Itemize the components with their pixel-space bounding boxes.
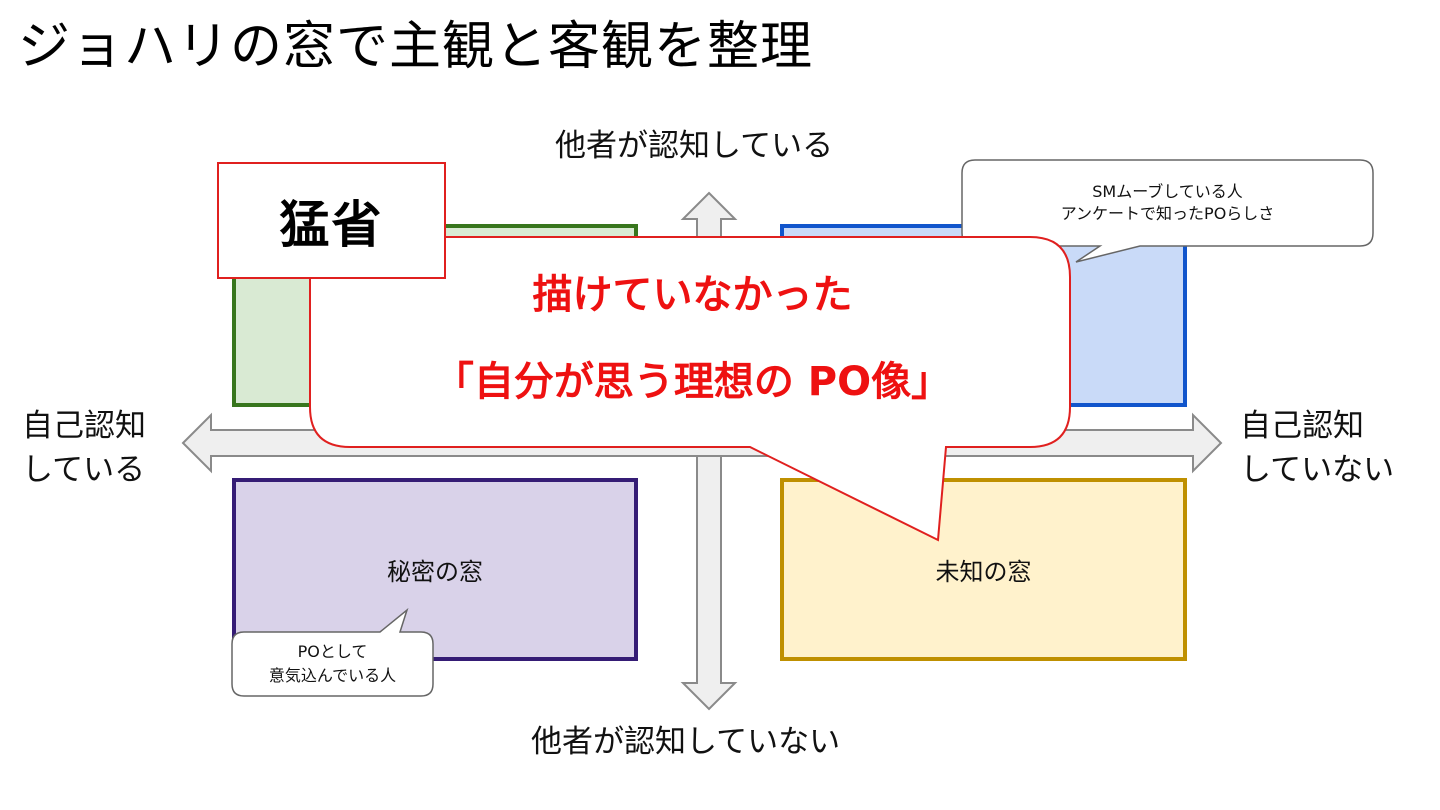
quadrant-hidden-label: 秘密の窓 xyxy=(387,558,483,586)
quadrant-unknown-window: 未知の窓 xyxy=(780,478,1187,661)
reflection-heading-box: 猛省 xyxy=(217,162,446,279)
quadrant-unknown-label: 未知の窓 xyxy=(935,558,1032,586)
axis-label-right-2: していない xyxy=(1240,452,1395,488)
axis-label-left-2: している xyxy=(22,452,146,488)
reflection-heading: 猛省 xyxy=(279,195,384,254)
reflection-line-1: 描けていなかった xyxy=(532,272,853,318)
reflection-line-2: 「自分が思う理想の PO像」 xyxy=(433,359,952,405)
axis-label-right-1: 自己認知 xyxy=(1240,408,1364,444)
callout-blind-line2: アンケートで知ったPOらしさ xyxy=(1060,204,1275,223)
callout-hidden-line1: POとして xyxy=(297,642,368,661)
axis-label-left-1: 自己認知 xyxy=(22,408,146,444)
axis-label-top: 他者が認知している xyxy=(555,128,834,164)
page-title: ジョハリの窓で主観と客観を整理 xyxy=(18,17,814,77)
callout-hidden-line2: 意気込んでいる人 xyxy=(268,666,397,685)
callout-blind-line1: SMムーブしている人 xyxy=(1092,182,1243,201)
quadrant-hidden-window: 秘密の窓 xyxy=(232,478,638,661)
axis-label-bottom: 他者が認知していない xyxy=(531,724,841,760)
